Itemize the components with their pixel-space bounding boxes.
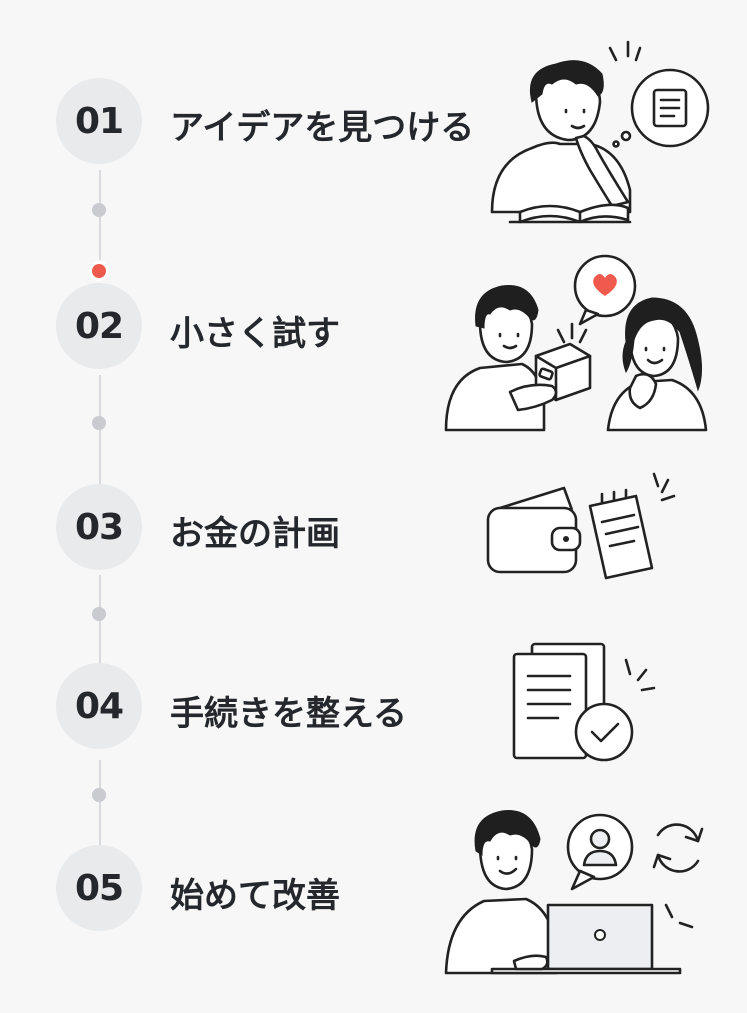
step-5: 05 始めて改善 (0, 820, 747, 950)
step-title: 手続きを整える (170, 694, 407, 734)
step-title: アイデアを見つける (170, 108, 475, 148)
heart-bubble-icon (573, 254, 637, 326)
timeline-dot (92, 203, 106, 217)
step-number: 03 (56, 484, 142, 570)
people-sharing-box-icon (440, 252, 715, 432)
step-number: 01 (56, 78, 142, 164)
step-title: 小さく試す (170, 314, 340, 354)
profile-bubble-icon (566, 813, 634, 891)
timeline-connector (99, 375, 101, 485)
step-3: 03 お金の計画 (0, 460, 747, 590)
step-title: お金の計画 (170, 514, 340, 554)
step-number: 05 (56, 845, 142, 931)
step-4: 04 手続きを整える (0, 640, 747, 770)
timeline-dot-active (92, 264, 106, 278)
timeline-dot (92, 416, 106, 430)
step-number: 04 (56, 663, 142, 749)
wallet-icon (486, 470, 686, 580)
step-title: 始めて改善 (170, 876, 340, 916)
notepad-icon (588, 488, 654, 580)
refresh-cycle-icon (652, 823, 704, 873)
step-number: 02 (56, 283, 142, 369)
timeline-connector (99, 760, 101, 845)
thinking-person-icon (480, 40, 720, 225)
document-bubble-icon (612, 68, 710, 148)
timeline-dot (92, 607, 106, 621)
open-book-icon (508, 203, 632, 224)
documents-check-icon (508, 640, 668, 770)
person-laptop-icon (440, 805, 720, 975)
step-2: 02 小さく試す (0, 240, 747, 370)
timeline-dot (92, 788, 106, 802)
step-1: 01 アイデアを見つける (0, 0, 747, 164)
